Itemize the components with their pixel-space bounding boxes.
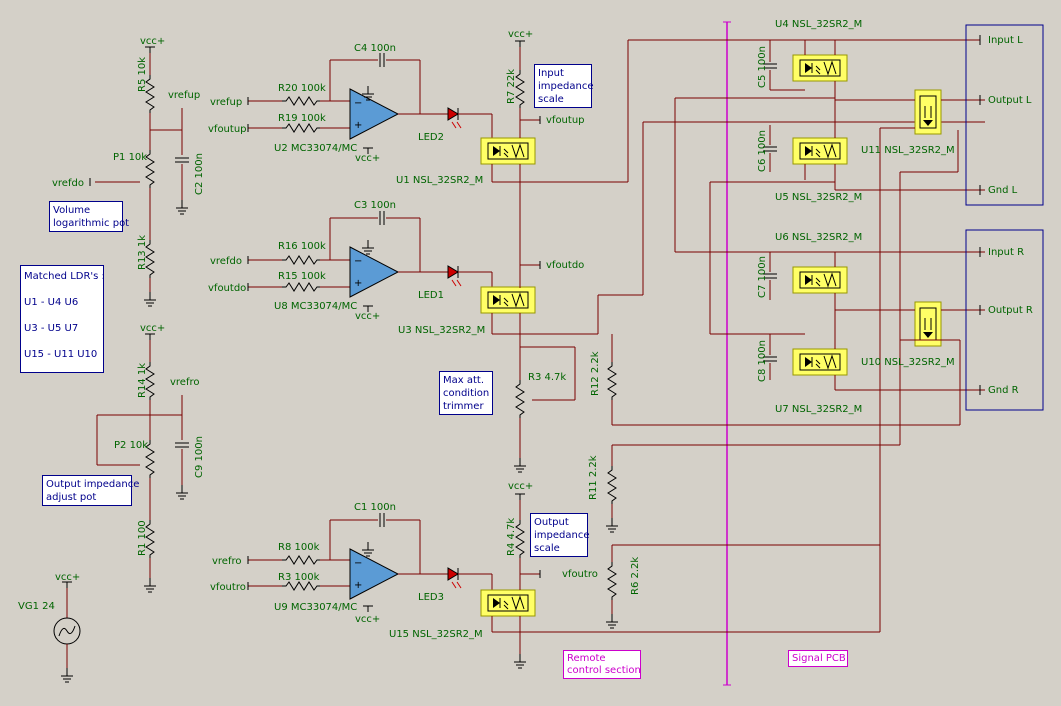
vcc-label: vcc+ — [355, 311, 380, 322]
port-output-l: Output L — [988, 95, 1032, 106]
label-c1: C1 100n — [354, 502, 396, 513]
label-r8: R8 100k — [278, 542, 320, 553]
note-matched-ldrs: Matched LDR's : U1 - U4 U6 U3 - U5 U7 U1… — [20, 265, 105, 373]
label-u7: U7 NSL_32SR2_M — [775, 404, 862, 415]
label-u10: U10 NSL_32SR2_M — [861, 357, 955, 368]
vcc-label: vcc+ — [55, 572, 80, 583]
label-c2: C2 100n — [194, 153, 205, 195]
label-c9: C9 100n — [194, 436, 205, 478]
net-vfoutro: vfoutro — [562, 569, 598, 580]
net-vrefro: vrefro — [170, 377, 200, 388]
label-r3-trimmer: R3 4.7k — [528, 372, 566, 383]
net-vfoutdo: vfoutdo — [546, 260, 584, 271]
label-u9: U9 MC33074/MC — [274, 602, 357, 613]
label-u2: U2 MC33074/MC — [274, 143, 357, 154]
label-r16: R16 100k — [278, 241, 326, 252]
port-input-r: Input R — [988, 247, 1024, 258]
net-vfoutup-u2: vfoutup — [208, 124, 247, 135]
label-c3: C3 100n — [354, 200, 396, 211]
label-r13: R13 1k — [137, 235, 148, 270]
label-u5: U5 NSL_32SR2_M — [775, 192, 862, 203]
label-c7: C7 100n — [757, 256, 768, 298]
label-r4: R4 4.7k — [506, 518, 517, 556]
vcc-label: vcc+ — [508, 481, 533, 492]
vcc-label: vcc+ — [508, 29, 533, 40]
label-r11: R11 2.2k — [588, 455, 599, 500]
label-u15: U15 NSL_32SR2_M — [389, 629, 483, 640]
port-input-l: Input L — [988, 35, 1023, 46]
vcc-label: vcc+ — [140, 36, 165, 47]
label-r19: R19 100k — [278, 113, 326, 124]
label-r12: R12 2.2k — [590, 351, 601, 396]
net-vrefdo-u8: vrefdo — [210, 256, 242, 267]
vcc-label: vcc+ — [355, 153, 380, 164]
net-vrefup: vrefup — [168, 90, 200, 101]
net-vrefdo-left: vrefdo — [52, 178, 84, 189]
label-led3: LED3 — [418, 592, 444, 603]
label-r7: R7 22k — [506, 69, 517, 104]
note-signal-pcb: Signal PCB — [788, 650, 848, 667]
label-u8: U8 MC33074/MC — [274, 301, 357, 312]
label-u4: U4 NSL_32SR2_M — [775, 19, 862, 30]
right-channel-box — [965, 229, 1044, 411]
label-u3: U3 NSL_32SR2_M — [398, 325, 485, 336]
port-output-r: Output R — [988, 305, 1033, 316]
label-p1: P1 10k — [113, 152, 147, 163]
label-led1: LED1 — [418, 290, 444, 301]
net-vrefro-u9: vrefro — [212, 556, 242, 567]
label-led2: LED2 — [418, 132, 444, 143]
label-c8: C8 100n — [757, 340, 768, 382]
label-r5: R5 10k — [137, 57, 148, 92]
label-r1: R1 100 — [137, 520, 148, 556]
net-vfoutro-u9: vfoutro — [210, 582, 246, 593]
label-r20: R20 100k — [278, 83, 326, 94]
label-u6: U6 NSL_32SR2_M — [775, 232, 862, 243]
vcc-label: vcc+ — [355, 614, 380, 625]
net-vfoutdo-u8: vfoutdo — [208, 283, 246, 294]
label-c4: C4 100n — [354, 43, 396, 54]
label-c6: C6 100n — [757, 130, 768, 172]
label-vg1: VG1 24 — [18, 601, 55, 612]
left-channel-box — [965, 24, 1044, 206]
label-r14: R14 1k — [137, 363, 148, 398]
net-vfoutup: vfoutup — [546, 115, 585, 126]
label-u1: U1 NSL_32SR2_M — [396, 175, 483, 186]
label-r6: R6 2.2k — [630, 557, 641, 595]
label-r3: R3 100k — [278, 572, 320, 583]
label-p2: P2 10k — [114, 440, 148, 451]
net-vrefup-u2: vrefup — [210, 97, 242, 108]
vcc-label: vcc+ — [140, 323, 165, 334]
port-gnd-r: Gnd R — [988, 385, 1019, 396]
port-gnd-l: Gnd L — [988, 185, 1018, 196]
label-c5: C5 100n — [757, 46, 768, 88]
label-u11: U11 NSL_32SR2_M — [861, 145, 955, 156]
label-r15: R15 100k — [278, 271, 326, 282]
